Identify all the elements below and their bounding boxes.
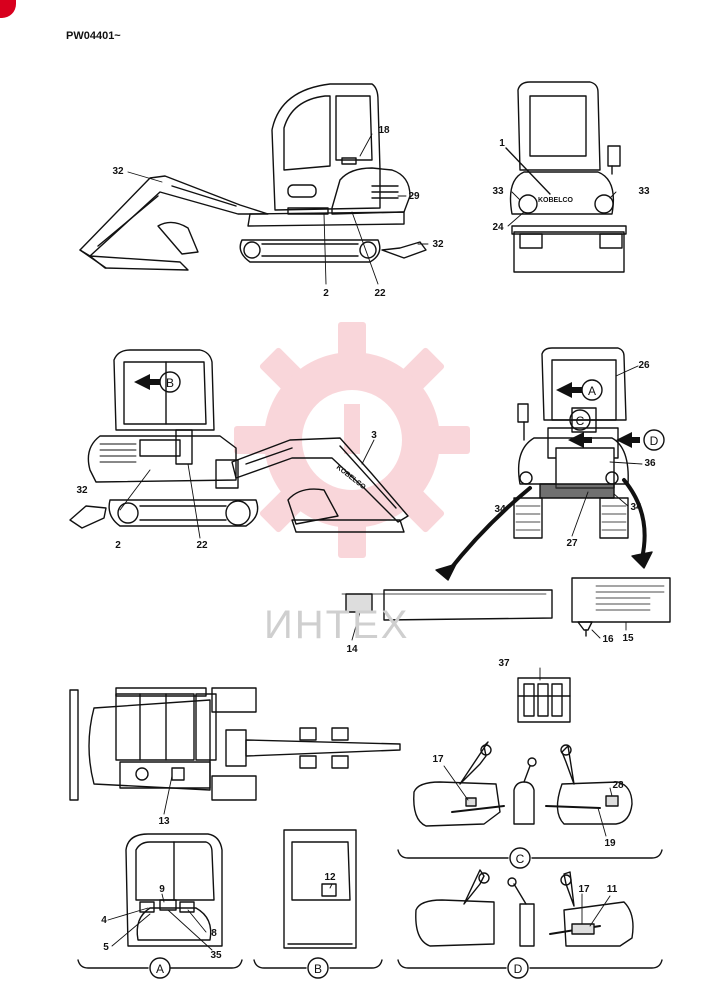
callout-2: 2 [323, 288, 329, 299]
view-b-door [283, 829, 357, 949]
callout-34: 34 [630, 502, 642, 513]
callout-17: 17 [578, 884, 590, 895]
callout-11: 11 [607, 884, 618, 895]
callout-33: 33 [638, 186, 650, 197]
callout-32: 32 [112, 166, 124, 177]
rear-view [505, 81, 627, 273]
front-view [435, 347, 653, 581]
callout-28: 28 [612, 780, 624, 791]
callout-19: 19 [604, 838, 616, 849]
callout-2: 2 [115, 540, 121, 551]
part-37 [517, 677, 571, 723]
drawing-code: PW04401~ [66, 30, 121, 42]
callout-8: 8 [211, 928, 217, 939]
rear-brand: KOBELCO [538, 197, 574, 204]
callout-4: 4 [101, 915, 107, 926]
marker-d-caption: D [514, 962, 523, 976]
callout-36: 36 [644, 458, 656, 469]
callout-32: 32 [432, 239, 444, 250]
callout-5: 5 [103, 942, 109, 953]
callout-34: 34 [494, 504, 506, 515]
leader-lines [107, 133, 643, 951]
marker-b-caption: B [314, 962, 322, 976]
callout-17: 17 [432, 754, 444, 765]
watermark-text: ИНТЕХ [264, 603, 410, 647]
view-c-controls [413, 741, 633, 827]
callout-29: 29 [408, 191, 420, 202]
callout-22: 22 [196, 540, 208, 551]
callout-15: 15 [622, 633, 634, 644]
marker-a-front: A [588, 384, 596, 398]
callout-3: 3 [371, 430, 377, 441]
view-brackets [77, 849, 663, 969]
callout-13: 13 [158, 816, 170, 827]
marker-c-caption: C [516, 852, 525, 866]
left-side-view [79, 83, 427, 271]
marker-a-caption: A [156, 962, 164, 976]
view-d-controls [415, 869, 634, 947]
view-marker-labels: B A C D A B D C [156, 376, 659, 976]
callout-35: 35 [210, 950, 222, 961]
view-arrows [134, 374, 640, 448]
callout-numbers: 32 18 29 32 2 22 1 33 33 24 3 32 2 22 26… [76, 125, 656, 961]
callout-9: 9 [159, 884, 165, 895]
corner-mark [0, 0, 16, 18]
callout-12: 12 [324, 872, 336, 883]
marker-d-front: D [650, 434, 659, 448]
marker-c-front: C [576, 414, 585, 428]
callout-27: 27 [566, 538, 578, 549]
callout-14: 14 [346, 644, 358, 655]
decal-strip [341, 589, 553, 621]
callout-37: 37 [498, 658, 510, 669]
callout-24: 24 [492, 222, 504, 233]
marker-b-side: B [166, 376, 174, 390]
callout-18: 18 [378, 125, 390, 136]
callout-32: 32 [76, 485, 88, 496]
callout-33: 33 [492, 186, 504, 197]
view-marker-circles [149, 371, 665, 979]
view-a-cab [125, 833, 223, 947]
callout-16: 16 [602, 634, 614, 645]
callout-22: 22 [374, 288, 386, 299]
callout-1: 1 [499, 138, 505, 149]
nameplate [571, 577, 671, 637]
top-view [69, 687, 401, 801]
watermark-gear-icon [234, 322, 470, 558]
callout-26: 26 [638, 360, 650, 371]
